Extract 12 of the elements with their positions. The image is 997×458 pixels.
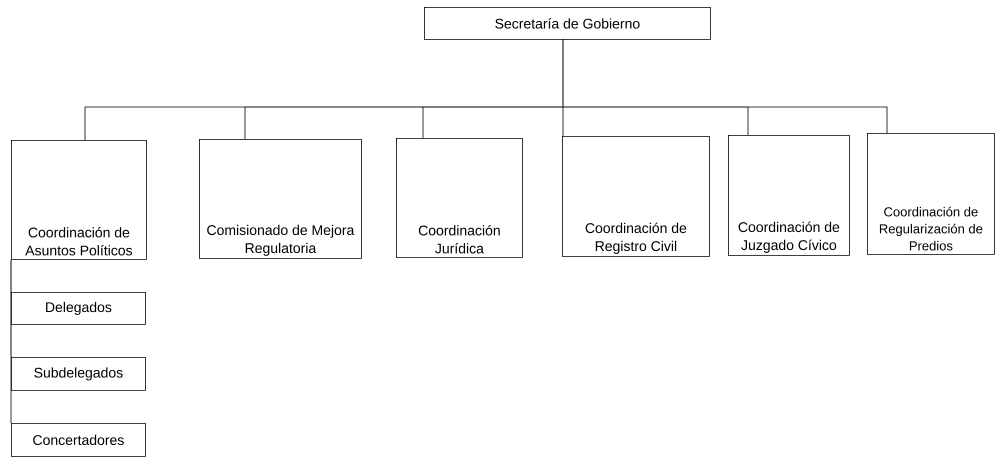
connector-line — [562, 39, 888, 134]
org-box: Comisionado de Mejora Regulatoria — [199, 139, 362, 259]
org-box: Coordinación de Regularización de Predios — [867, 133, 995, 255]
org-box: Coordinación Jurídica — [396, 138, 523, 258]
org-box: Delegados — [11, 292, 146, 325]
org-box: Coordinación de Registro Civil — [562, 136, 710, 257]
connector-line — [10, 259, 12, 424]
org-box: Coordinación de Juzgado Cívico — [728, 135, 850, 256]
org-box: Subdelegados — [11, 357, 146, 391]
org-box: Coordinación de Asuntos Políticos — [11, 140, 147, 260]
org-box: Secretaría de Gobierno — [424, 7, 711, 40]
org-box: Concertadores — [11, 423, 146, 457]
